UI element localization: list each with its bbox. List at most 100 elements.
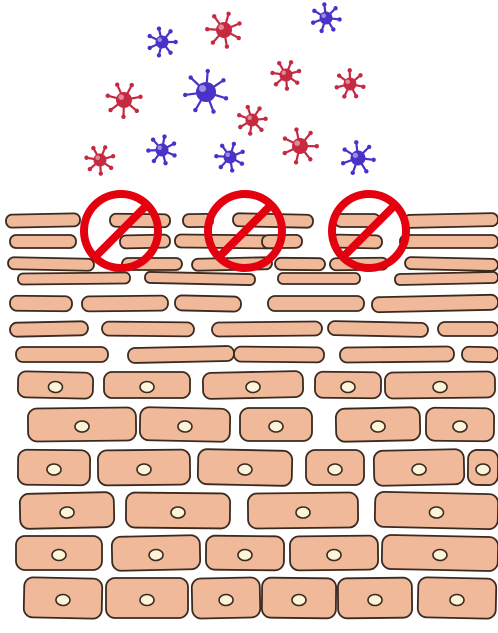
virus-icon (270, 60, 301, 91)
cell-nucleus (178, 421, 192, 432)
cell-nucleus (137, 464, 151, 475)
cell-nucleus (296, 507, 310, 518)
cell-layers (6, 213, 498, 619)
epithelial-cell (234, 347, 324, 363)
epithelial-cell (374, 449, 465, 486)
epithelial-cell (82, 296, 168, 312)
cell-nucleus (219, 594, 233, 605)
epithelial-cell (104, 372, 190, 398)
epithelial-cell (426, 408, 494, 442)
epithelial-cell (28, 407, 136, 441)
cell-nucleus (60, 507, 74, 518)
epithelial-cell (140, 407, 231, 442)
epithelial-cell (18, 272, 130, 284)
cell-nucleus (429, 507, 443, 518)
epithelial-cell (192, 577, 261, 618)
cell-nucleus (56, 594, 70, 605)
epithelial-cell (438, 322, 498, 336)
epithelial-cell (248, 492, 358, 528)
epithelial-cell (126, 492, 230, 528)
epithelial-cell (418, 577, 497, 619)
virus-icon (341, 140, 376, 175)
epithelial-cell (400, 235, 498, 248)
epithelial-cell (275, 258, 325, 271)
cell-nucleus (371, 421, 385, 432)
cell-nucleus (368, 594, 382, 605)
epithelial-cell (404, 213, 498, 228)
cell-nucleus (48, 381, 62, 392)
epithelial-cell (278, 273, 360, 284)
epithelial-cell (468, 450, 498, 485)
epithelial-cell (10, 321, 88, 337)
epithelial-cell (340, 346, 454, 362)
virus-icon (148, 26, 178, 57)
cell-nucleus (292, 594, 306, 605)
epithelial-cell (6, 213, 80, 228)
virus-icon (335, 68, 366, 98)
epithelial-cell (128, 346, 234, 363)
epithelial-cell (336, 407, 421, 442)
epithelial-cell (16, 347, 108, 362)
virus-icon (146, 134, 177, 165)
virus-icon (311, 2, 342, 33)
cell-nucleus (149, 549, 163, 560)
cell-nucleus (140, 595, 154, 606)
epithelial-cell (315, 372, 381, 399)
epithelial-cell (16, 536, 102, 570)
cell-nucleus (171, 507, 185, 518)
cell-nucleus (238, 464, 252, 475)
cell-nucleus (453, 421, 467, 432)
epithelial-cell (24, 577, 103, 619)
epithelial-cell (375, 492, 498, 530)
epithelial-cell (145, 272, 255, 285)
epithelial-cell (175, 295, 241, 311)
prohibition-icon (332, 194, 406, 268)
cell-nucleus (341, 381, 355, 392)
epithelial-cell (120, 234, 170, 248)
epithelial-cell (112, 535, 201, 571)
epithelial-cell (462, 347, 498, 363)
cell-nucleus (140, 382, 154, 393)
cell-nucleus (327, 549, 341, 560)
epithelial-cell (18, 450, 90, 486)
prohibition-icon (84, 194, 158, 268)
epithelial-cell (240, 408, 312, 441)
epithelial-cell (206, 536, 284, 571)
cell-nucleus (52, 550, 66, 561)
virus-icon (283, 127, 319, 164)
epithelial-cell (106, 578, 188, 618)
epithelial-cell (18, 371, 94, 399)
epithelial-cell (8, 257, 94, 271)
epithelial-cell (395, 272, 498, 285)
epithelial-cell (328, 321, 428, 337)
epithelial-cell (290, 536, 378, 571)
epithelial-cell (372, 295, 498, 313)
virus-icon (106, 82, 143, 119)
pathogen-cluster (84, 2, 376, 176)
virus-icon (183, 69, 228, 114)
cell-nucleus (433, 381, 447, 392)
epithelial-cell (382, 535, 498, 571)
epithelial-cell (338, 578, 412, 619)
cell-nucleus (47, 464, 61, 475)
virus-icon (205, 12, 242, 49)
epithelial-cell (10, 235, 76, 248)
epithelial-cell (10, 296, 72, 312)
epithelial-cell (98, 450, 190, 486)
epithelial-cell (20, 492, 115, 529)
epithelial-cell (405, 257, 498, 271)
cell-nucleus (269, 421, 283, 432)
virus-icon (237, 105, 268, 136)
epithelial-cell (212, 321, 322, 336)
cell-nucleus (246, 381, 260, 392)
cell-nucleus (328, 464, 342, 475)
cell-nucleus (412, 464, 426, 475)
epithelial-cell (203, 371, 304, 399)
epithelial-cell (198, 449, 293, 486)
epithelial-cell (306, 450, 364, 485)
epithelial-cell (102, 322, 194, 337)
virus-icon (214, 142, 245, 173)
cell-nucleus (476, 464, 490, 475)
cell-nucleus (75, 421, 89, 432)
